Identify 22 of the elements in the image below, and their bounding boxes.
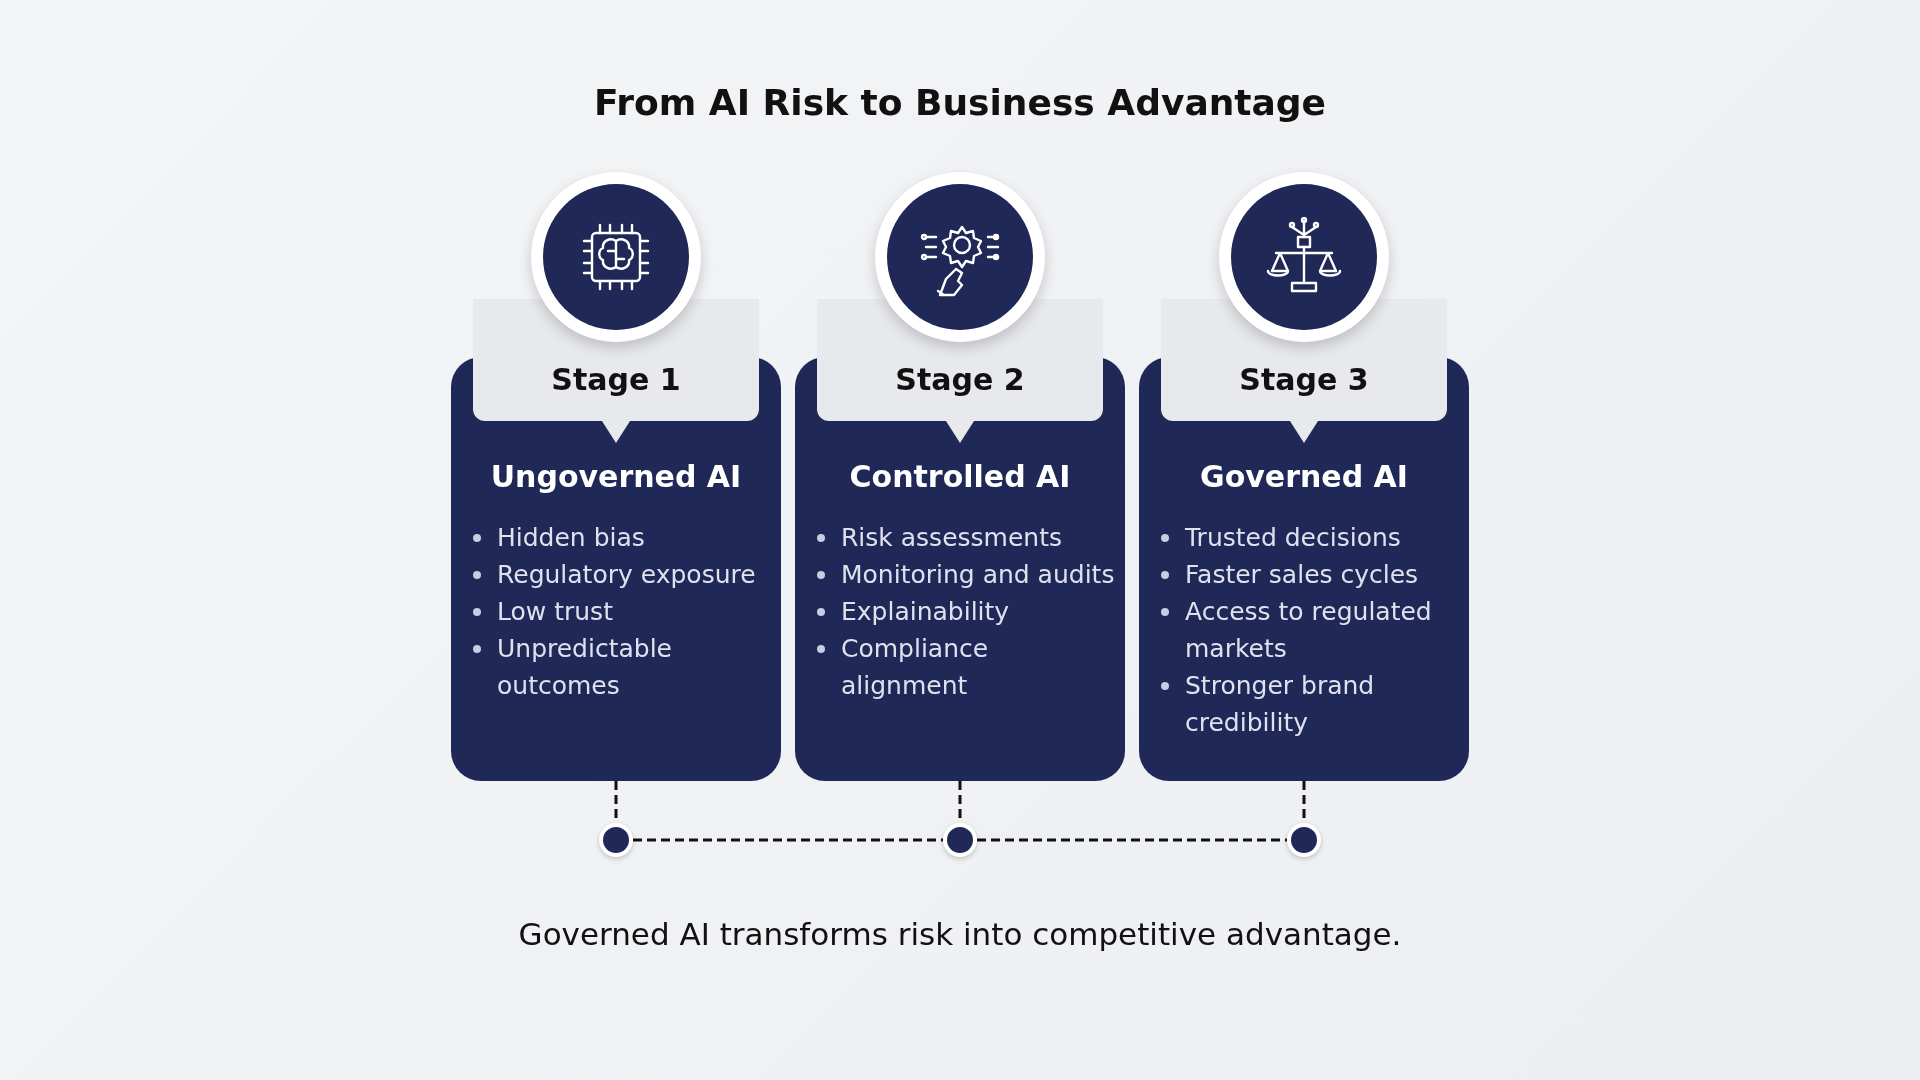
bullet-text: Access to regulated markets <box>1185 597 1432 663</box>
bullet-text: Stronger brand credibility <box>1185 671 1375 737</box>
timeline-dot <box>1287 823 1321 857</box>
timeline-dot <box>943 823 977 857</box>
bullet-text: Unpredictable outcomes <box>497 634 672 700</box>
card-heading: Ungoverned AI <box>490 459 742 494</box>
bullet-text: Low trust <box>497 597 613 626</box>
bullet-text: Trusted decisions <box>1185 523 1401 552</box>
bullet-text: Risk assessments <box>841 523 1062 552</box>
bullet-text: Compliance alignment <box>841 634 989 700</box>
dashed-connector <box>633 838 943 842</box>
bullet-text: Faster sales cycles <box>1185 560 1419 589</box>
timeline-dot <box>599 823 633 857</box>
bullet-text: Regulatory exposure <box>497 560 756 589</box>
title: From AI Risk to Business Advantage <box>594 82 1326 123</box>
card-heading: Controlled AI <box>849 459 1071 494</box>
bullet-text: Monitoring and audits <box>841 560 1115 589</box>
caption: Governed AI transforms risk into competitive advantage. <box>518 916 1402 952</box>
dashed-connector <box>977 838 1287 842</box>
bullet-text: Hidden bias <box>497 523 645 552</box>
bullet-text: Explainability <box>841 597 1010 626</box>
card-heading: Governed AI <box>1200 459 1408 494</box>
